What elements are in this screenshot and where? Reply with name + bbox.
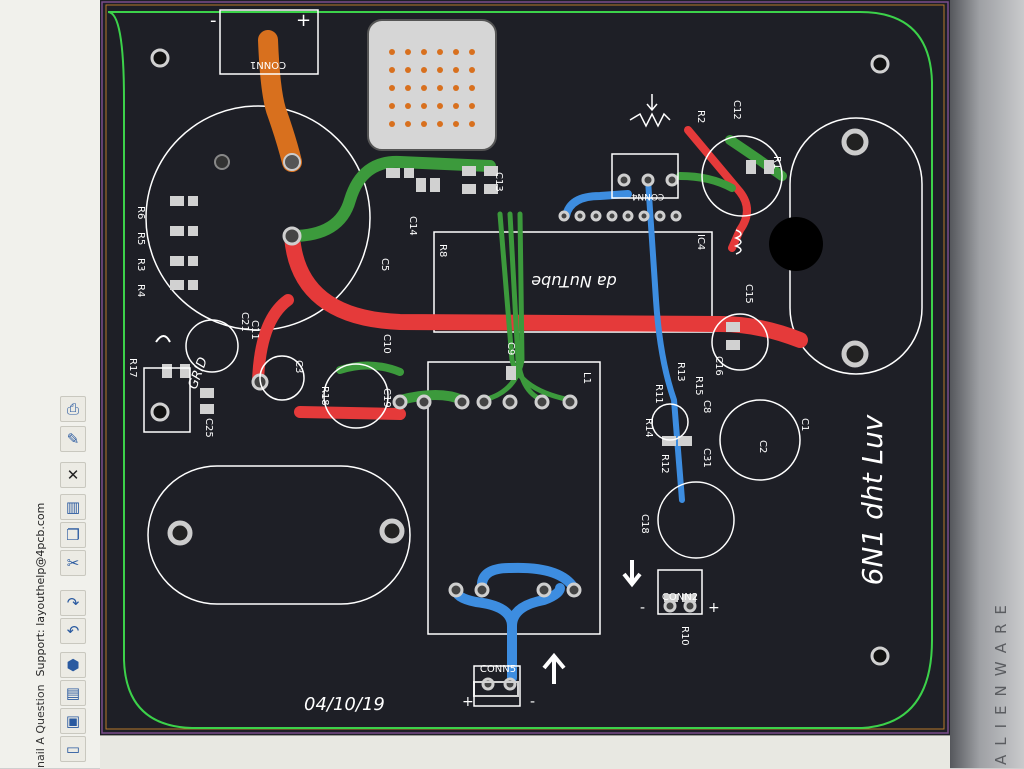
label-c21: C21	[239, 312, 250, 332]
label-r3: R3	[135, 258, 146, 271]
conn1-minus: -	[210, 10, 217, 31]
socket-hole-bottom	[841, 340, 869, 368]
conn4-label: CONN4	[631, 191, 664, 201]
nutube-label: da NuTube	[531, 272, 617, 291]
label-c14: C14	[407, 216, 418, 236]
label-c11: C11	[249, 320, 260, 340]
monitor-bezel	[950, 0, 1024, 768]
undo-icon[interactable]: ↶	[60, 618, 86, 644]
label-c15: C15	[743, 284, 754, 304]
layer-frame-orange	[105, 4, 945, 730]
board-date: 04/10/19	[304, 694, 385, 715]
label-r1: R1	[771, 156, 782, 169]
conn5-label: CONN5	[480, 664, 516, 675]
conn5-minus: -	[530, 694, 535, 710]
label-c31: C31	[701, 448, 712, 468]
nutube-module-outline	[433, 231, 713, 333]
label-r5: R5	[135, 232, 146, 245]
label-c25: C25	[203, 418, 214, 438]
component-outlines	[143, 9, 801, 707]
tube-socket-oval-left	[147, 465, 411, 605]
label-r2: R2	[695, 110, 706, 123]
redo-icon[interactable]: ↷	[60, 590, 86, 616]
label-r8: R8	[437, 244, 448, 257]
socket-center-hole	[769, 217, 823, 271]
copy-icon[interactable]: ❐	[60, 522, 86, 548]
conn1-plus: +	[296, 10, 311, 31]
cap-c5-pad	[214, 154, 230, 170]
label-c12: C12	[731, 100, 742, 120]
arrow-up-icon	[542, 652, 566, 684]
via-conn1	[283, 153, 301, 171]
mounting-holes	[150, 48, 890, 666]
label-c16: C16	[713, 356, 724, 376]
bottom-status-strip	[100, 735, 950, 769]
label-r11: R11	[653, 384, 664, 404]
through-hole-pads	[251, 173, 697, 691]
label-r18: R18	[319, 386, 330, 406]
label-c3: C3	[293, 360, 304, 373]
label-r4: R4	[135, 284, 146, 297]
layer-frame-purple	[101, 1, 949, 734]
edit-icon[interactable]: ✎	[60, 426, 86, 452]
support-email: Support: layouthelp@4pcb.com	[34, 502, 47, 677]
label-c8: C8	[701, 400, 712, 413]
label-l1: L1	[581, 372, 592, 384]
potentiometer-symbol	[629, 112, 671, 128]
cap-c5-outline	[145, 105, 371, 331]
label-r15: R15	[693, 376, 704, 396]
label-r6: R6	[135, 206, 146, 219]
conn1-label: CONN1	[250, 59, 286, 70]
board-outline	[107, 11, 933, 729]
paste-icon[interactable]: ▥	[60, 494, 86, 520]
trace-power-orange	[258, 30, 302, 172]
pcb-canvas[interactable]: 6N1 dht Luv 04/10/19 da NuTube GRID CONN…	[100, 0, 950, 735]
monitor-brand: ALIENWARE	[992, 596, 1010, 765]
label-c5: C5	[379, 258, 390, 271]
cut-icon[interactable]: ✂	[60, 550, 86, 576]
delete-icon[interactable]: ✕	[60, 462, 86, 488]
socket-hole-right	[379, 518, 405, 544]
label-c18: C18	[639, 514, 650, 534]
layers-icon[interactable]: ▤	[60, 680, 86, 706]
conn5-plus: +	[462, 694, 474, 710]
ic-chip-pads	[389, 49, 475, 127]
label-c9: C9	[505, 342, 516, 355]
toolbar-panel: nail A Question Support: layouthelp@4pcb.…	[0, 0, 102, 768]
open-folder-icon[interactable]: ▭	[60, 736, 86, 762]
status-bar: nail A Question Support: layouthelp@4pcb.…	[34, 503, 47, 768]
label-c19: C19	[381, 388, 392, 408]
label-ic4: IC4	[695, 234, 706, 250]
conn2-plus: +	[708, 600, 720, 616]
green-traces	[286, 135, 787, 405]
save-icon[interactable]: ▣	[60, 708, 86, 734]
grid-label: GRID	[186, 355, 211, 391]
label-r10: R10	[679, 626, 690, 646]
conn2-minus: -	[640, 600, 645, 616]
label-r17: R17	[127, 358, 138, 378]
undo-arrow-icon	[155, 335, 171, 343]
conn2-label: CONN2	[662, 592, 698, 603]
socket-hole-left	[167, 520, 193, 546]
inductor-symbol	[733, 229, 742, 255]
label-c1: C1	[799, 418, 810, 431]
label-c10: C10	[381, 334, 392, 354]
board-title: 6N1 dht Luv	[856, 414, 889, 585]
label-r14: R14	[643, 418, 654, 438]
arrow-down-icon	[622, 560, 642, 588]
ic-chip	[367, 19, 497, 151]
component-designators: C5 R6 R5 R3 R4 C21 R17 C25 C3 R18 C10 C1…	[127, 100, 810, 646]
ask-question-link[interactable]: nail A Question	[34, 684, 47, 768]
label-r12: R12	[659, 454, 670, 474]
label-c13: C13	[493, 172, 504, 192]
3d-view-icon[interactable]: ⬢	[60, 652, 86, 678]
print-icon[interactable]: ⎙	[60, 396, 86, 422]
label-c2: C2	[757, 440, 768, 453]
potentiometer-wiper-arrow	[646, 94, 658, 112]
smd-pads	[162, 160, 774, 697]
socket-hole-top	[841, 128, 869, 156]
pcb-board-drawing: 6N1 dht Luv 04/10/19 da NuTube GRID CONN…	[101, 1, 949, 734]
label-r13: R13	[675, 362, 686, 382]
